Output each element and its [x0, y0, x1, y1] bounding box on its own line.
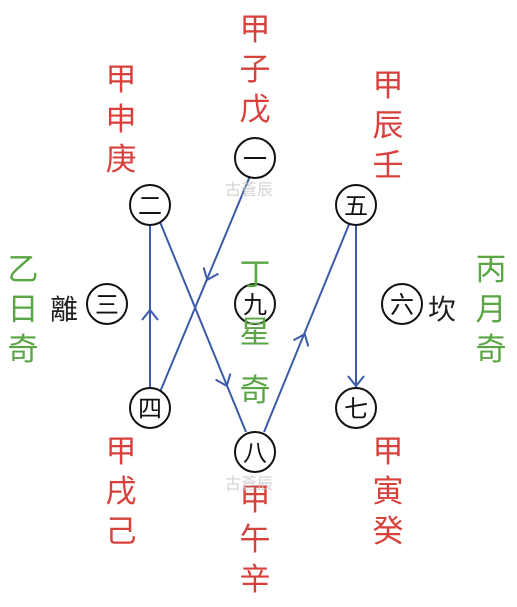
label-center-qi-char-1: 丁	[239, 257, 271, 293]
node-3-label: 三	[95, 291, 119, 319]
label-bottom-center-char-2: 午	[239, 522, 271, 558]
label-top-left-char-1: 甲	[105, 62, 137, 98]
node-2-label: 二	[138, 192, 162, 220]
label-right-qi-char-1: 丙	[475, 252, 507, 288]
trigram-li: 離	[50, 293, 79, 326]
node-4: 四	[129, 387, 171, 429]
label-bottom-left-char-2: 戌	[105, 474, 137, 510]
node-9-label: 九	[243, 291, 267, 319]
label-bottom-right: 甲寅癸	[371, 432, 405, 552]
path-8-to-5	[263, 221, 351, 433]
path-2-to-8	[159, 221, 247, 433]
label-bottom-center-char-1: 甲	[239, 482, 271, 518]
label-left-qi: 乙日奇	[6, 250, 40, 370]
label-bottom-right-char-3: 癸	[372, 514, 404, 550]
node-3: 三	[86, 283, 128, 325]
node-9: 九	[234, 283, 276, 325]
label-top-right-char-1: 甲	[372, 68, 404, 104]
label-top-center-char-1: 甲	[239, 12, 271, 48]
node-2: 二	[129, 184, 171, 226]
node-7: 七	[335, 387, 377, 429]
label-bottom-left-char-1: 甲	[105, 434, 137, 470]
label-bottom-center: 甲午辛	[238, 480, 272, 600]
label-center-qi-char-3: 奇	[239, 373, 271, 409]
label-top-left: 甲申庚	[104, 60, 138, 180]
node-5-label: 五	[344, 192, 368, 220]
trigram-kan: 坎	[428, 293, 457, 326]
label-top-left-char-2: 申	[105, 102, 137, 138]
label-top-center: 甲子戊	[238, 10, 272, 130]
watermark-bottom: 古蒼辰	[225, 474, 274, 493]
path-2-to-8-arrow	[215, 373, 232, 388]
label-right-qi-char-2: 月	[475, 292, 507, 328]
label-top-right-char-2: 辰	[372, 108, 404, 144]
node-6-label: 六	[390, 291, 414, 319]
node-4-label: 四	[138, 395, 162, 423]
label-top-center-char-2: 子	[239, 52, 271, 88]
label-bottom-left-char-3: 己	[105, 514, 137, 550]
label-top-right: 甲辰壬	[371, 66, 405, 186]
node-1-label: 一	[243, 145, 267, 173]
node-1: 一	[234, 137, 276, 179]
label-center-qi-char-2: 星	[239, 315, 271, 351]
label-bottom-left: 甲戌己	[104, 432, 138, 552]
label-right-qi-char-3: 奇	[475, 332, 507, 368]
label-bottom-right-char-1: 甲	[372, 434, 404, 470]
label-bottom-right-char-2: 寅	[372, 474, 404, 510]
label-right-qi: 丙月奇	[474, 250, 508, 370]
label-left-qi-char-1: 乙	[7, 252, 39, 288]
label-left-qi-char-3: 奇	[7, 332, 39, 368]
label-bottom-center-char-3: 辛	[239, 562, 271, 598]
node-8: 八	[234, 431, 276, 473]
label-top-left-char-3: 庚	[105, 142, 137, 178]
watermark-top: 古蒼辰	[225, 180, 274, 199]
node-5: 五	[335, 184, 377, 226]
path-1-to-4	[159, 175, 251, 393]
node-6: 六	[381, 283, 423, 325]
label-top-right-char-3: 壬	[372, 148, 404, 184]
label-center-qi: 丁星奇	[238, 246, 272, 420]
label-top-center-char-3: 戊	[239, 92, 271, 128]
node-8-label: 八	[243, 439, 267, 467]
node-7-label: 七	[344, 395, 368, 423]
label-left-qi-char-2: 日	[7, 292, 39, 328]
